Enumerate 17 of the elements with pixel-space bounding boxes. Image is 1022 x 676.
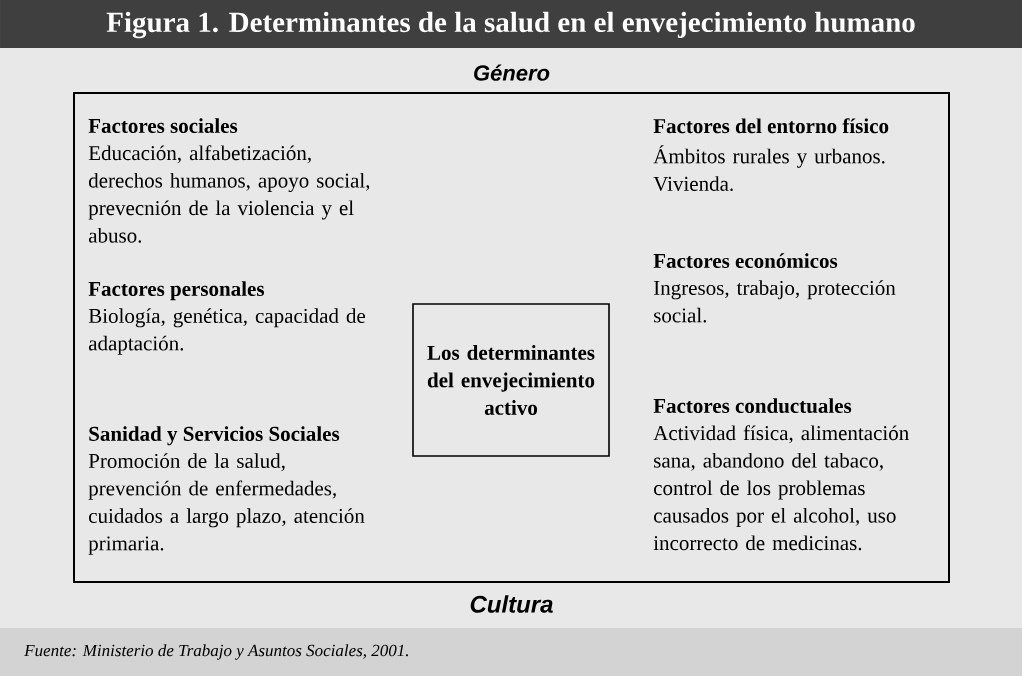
region-label: Cultura: [470, 595, 553, 613]
factor-description: Educación, alfabetización, derechos humanos, apoyo social, prevecnión de la violencia y el abuso.: [88, 145, 370, 243]
factor-description: Biología, genética, capacidad de adaptación.: [88, 308, 366, 355]
factor-description: Promoción de la salud, prevención de enfermedades, cuidados a largo plazo, atención primaria.: [88, 453, 365, 555]
factor-heading: Factores conductuales: [653, 398, 852, 413]
factor-description: Ingresos, trabajo, protección social.: [653, 280, 896, 323]
title-bar: Figura 1. Determinantes de la salud en el envejecimiento humano: [0, 0, 1022, 48]
factor-heading: Factores sociales: [88, 118, 238, 133]
center-box: Los determinantes del envejecimiento activo: [412, 303, 610, 457]
source-note: Fuente: Ministerio de Trabajo y Asuntos Sociales, 2001.: [24, 644, 408, 660]
region-label: Género: [474, 64, 550, 81]
factor-heading: Factores económicos: [653, 253, 838, 268]
factor-heading: Factores personales: [88, 281, 264, 301]
factor-description: Ámbitos rurales y urbanos. Vivienda.: [653, 145, 885, 192]
factor-heading: Sanidad y Servicios Sociales: [89, 426, 340, 446]
factor-description: Actividad física, alimentación sana, abandono del tabaco, control de los problemas causados por el alcohol, uso incorrecto de medicinas.: [653, 425, 909, 551]
factor-heading: Factores del entorno físico: [653, 118, 889, 134]
